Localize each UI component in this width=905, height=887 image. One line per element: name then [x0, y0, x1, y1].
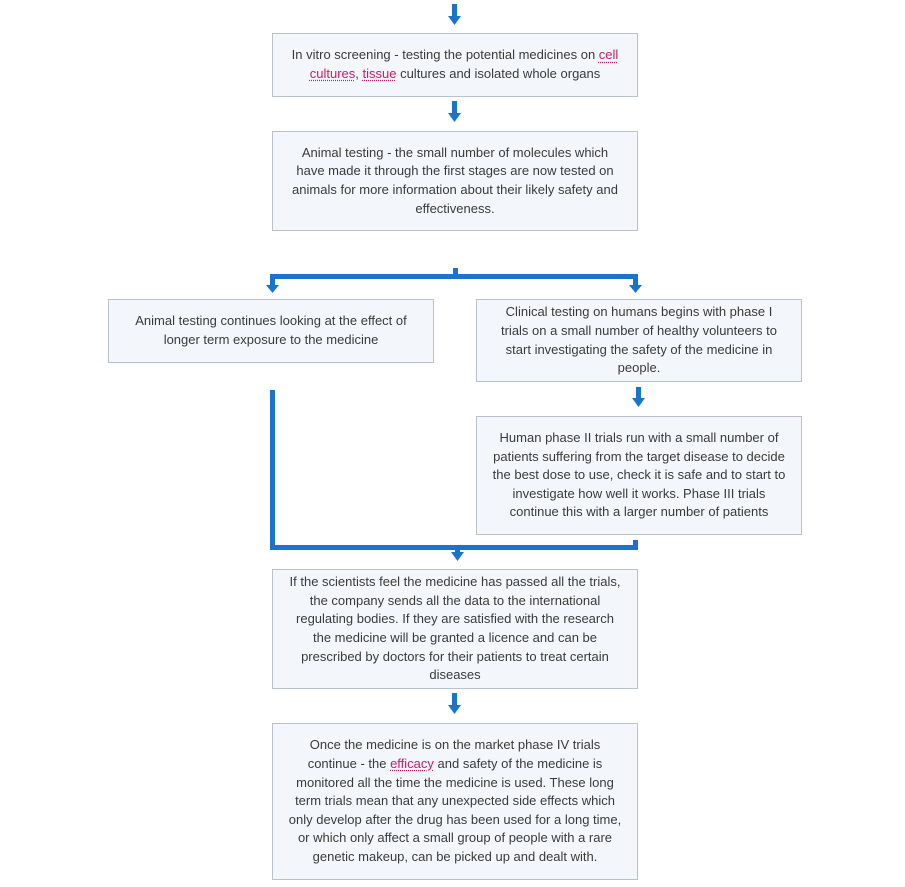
in-vitro-text-part: In vitro screening - testing the potenti…: [291, 47, 599, 63]
in-vitro-separator: ,: [355, 66, 363, 81]
tissue-link[interactable]: tissue: [362, 66, 397, 81]
split-connector: [266, 268, 642, 293]
arrow-to-phase4: [448, 693, 461, 714]
animal-continues-text: Animal testing continues looking at the …: [135, 313, 407, 347]
box-animal-testing-continues: Animal testing continues looking at the …: [108, 299, 434, 363]
phase-2-3-text: Human phase II trials run with a small n…: [492, 430, 786, 520]
box-licence: If the scientists feel the medicine has …: [272, 569, 638, 689]
in-vitro-text-end: cultures and isolated whole organs: [396, 66, 601, 81]
phase-1-text: Clinical testing on humans begins with p…: [500, 304, 778, 376]
box-phase-2-3-trials: Human phase II trials run with a small n…: [476, 416, 802, 535]
arrow-top: [448, 4, 461, 25]
box-phase-4-trials: Once the medicine is on the market phase…: [272, 723, 638, 880]
phase-4-text-part: Once the medicine is on the market phase…: [307, 737, 601, 772]
phase-4-text: Once the medicine is on the market phase…: [287, 736, 623, 866]
arrow-to-phase2-3: [632, 387, 645, 407]
merge-connector: [270, 390, 638, 561]
in-vitro-text: In vitro screening - testing the potenti…: [287, 46, 623, 83]
phase-4-text-end: and safety of the medicine is monitored …: [288, 756, 622, 864]
animal-testing-text: Animal testing - the small number of mol…: [292, 144, 618, 216]
box-in-vitro-screening: In vitro screening - testing the potenti…: [272, 33, 638, 97]
arrow-to-animal-testing: [448, 101, 461, 122]
box-phase-1-trials: Clinical testing on humans begins with p…: [476, 299, 802, 382]
efficacy-link[interactable]: efficacy: [390, 756, 434, 772]
licence-text: If the scientists feel the medicine has …: [289, 574, 621, 683]
box-animal-testing: Animal testing - the small number of mol…: [272, 131, 638, 231]
cell-cultures-link[interactable]: cell cultures: [309, 47, 619, 81]
